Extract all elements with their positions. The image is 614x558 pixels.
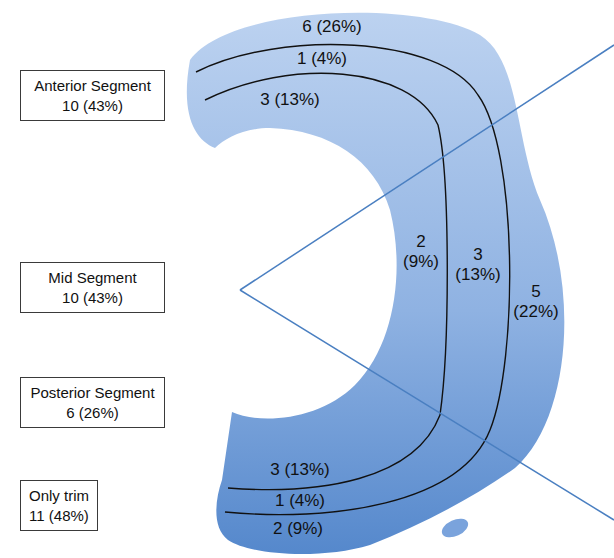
segment-name: Mid Segment bbox=[27, 268, 158, 288]
zone-count: 3 (13%) bbox=[260, 90, 320, 110]
segment-count: 10 (43%) bbox=[27, 96, 158, 116]
zone-line bbox=[205, 73, 447, 489]
zone-line bbox=[196, 45, 510, 515]
segment-name: Posterior Segment bbox=[27, 383, 158, 403]
segment-divider bbox=[240, 45, 614, 290]
segment-name: Anterior Segment bbox=[27, 76, 158, 96]
segment-box: Only trim11 (48%) bbox=[20, 480, 98, 531]
segment-count: 6 (26%) bbox=[27, 403, 158, 423]
zone-count: 2 (9%) bbox=[273, 519, 323, 539]
meniscus-shape bbox=[187, 13, 565, 554]
zone-count: 2 (9%) bbox=[398, 232, 444, 271]
segment-box: Anterior Segment10 (43%) bbox=[20, 70, 165, 121]
zone-count: 5 (22%) bbox=[511, 282, 561, 321]
zone-count: 3 (13%) bbox=[453, 245, 503, 284]
segment-name: Only trim bbox=[27, 486, 91, 506]
zone-count: 1 (4%) bbox=[275, 491, 325, 511]
zone-count: 1 (4%) bbox=[297, 49, 347, 69]
segment-divider bbox=[240, 290, 614, 520]
segment-count: 10 (43%) bbox=[27, 288, 158, 308]
segment-box: Posterior Segment6 (26%) bbox=[20, 377, 165, 428]
zone-count: 6 (26%) bbox=[302, 17, 362, 37]
segment-box: Mid Segment10 (43%) bbox=[20, 262, 165, 313]
segment-count: 11 (48%) bbox=[27, 506, 91, 526]
zone-count: 3 (13%) bbox=[270, 460, 330, 480]
meniscus-fragment bbox=[439, 515, 471, 541]
